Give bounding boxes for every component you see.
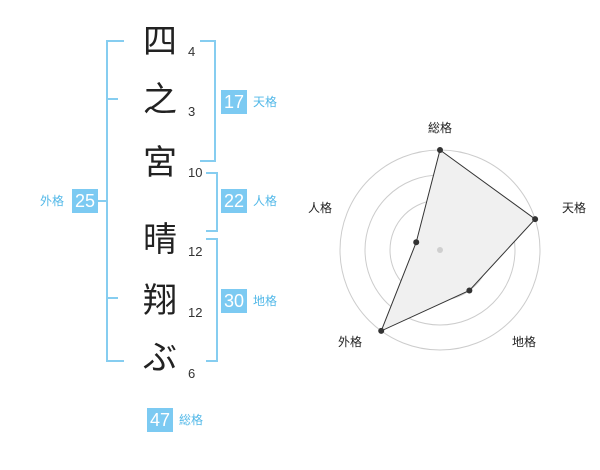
radar-axis-label-soukaku: 総格 xyxy=(428,120,452,135)
gaikaku-bracket-tick-2 xyxy=(106,297,118,299)
radar-area xyxy=(380,149,536,332)
chikaku-value: 30 xyxy=(221,289,247,313)
stroke-count-1: 4 xyxy=(188,44,196,59)
tenkaku-label: 天格 xyxy=(253,95,278,109)
name-char-4: 晴 xyxy=(143,220,177,260)
name-char-2: 之 xyxy=(143,80,177,120)
stroke-count-4: 12 xyxy=(188,244,203,259)
tenkaku-bracket xyxy=(200,40,216,162)
radar-point-2 xyxy=(466,287,473,294)
radar-point-3 xyxy=(378,327,385,334)
radar-center-dot xyxy=(437,247,443,253)
gaikaku-connector xyxy=(98,200,108,202)
jinkaku-value: 22 xyxy=(221,189,247,213)
stroke-count-5: 12 xyxy=(188,305,203,320)
radar-axis-label-tenkaku: 天格 xyxy=(562,200,586,215)
tenkaku-value: 17 xyxy=(221,90,247,114)
gaikaku-bracket-tick-1 xyxy=(106,98,118,100)
stroke-count-2: 3 xyxy=(188,104,196,119)
radar-point-0 xyxy=(437,147,443,153)
soukaku-label: 総格 xyxy=(179,413,204,427)
stroke-count-6: 6 xyxy=(188,366,196,381)
name-char-1: 四 xyxy=(143,22,177,62)
radar-points xyxy=(378,147,539,334)
radar-point-1 xyxy=(532,216,539,223)
gaikaku-label: 外格 xyxy=(40,194,65,208)
jinkaku-bracket xyxy=(206,172,218,232)
radar-axis-label-gaikaku: 外格 xyxy=(338,334,362,349)
radar-point-4 xyxy=(413,239,420,246)
stroke-count-3: 10 xyxy=(188,165,203,180)
chikaku-bracket xyxy=(206,238,218,362)
chikaku-label: 地格 xyxy=(253,294,278,308)
name-char-5: 翔 xyxy=(143,281,177,321)
radar-axis-label-chikaku: 地格 xyxy=(512,334,536,349)
jinkaku-label: 人格 xyxy=(253,194,278,208)
gaikaku-value: 25 xyxy=(72,189,98,213)
radar-axis-label-jinkaku: 人格 xyxy=(308,200,332,215)
soukaku-value: 47 xyxy=(147,408,173,432)
name-char-3: 宮 xyxy=(143,143,177,183)
name-char-6: ぶ xyxy=(143,338,177,378)
